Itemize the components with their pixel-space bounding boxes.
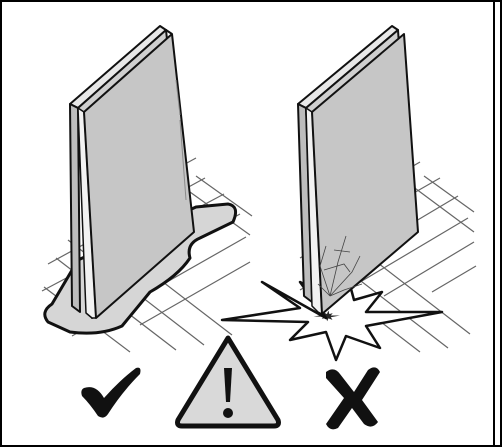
- incorrect-placement-scene: [222, 26, 476, 360]
- glass-panel-breaking: [298, 26, 418, 314]
- cross-mark-icon: [326, 367, 380, 429]
- correct-placement-scene: [42, 26, 252, 352]
- check-mark-icon: [81, 368, 140, 418]
- warning-triangle-icon: [178, 338, 279, 426]
